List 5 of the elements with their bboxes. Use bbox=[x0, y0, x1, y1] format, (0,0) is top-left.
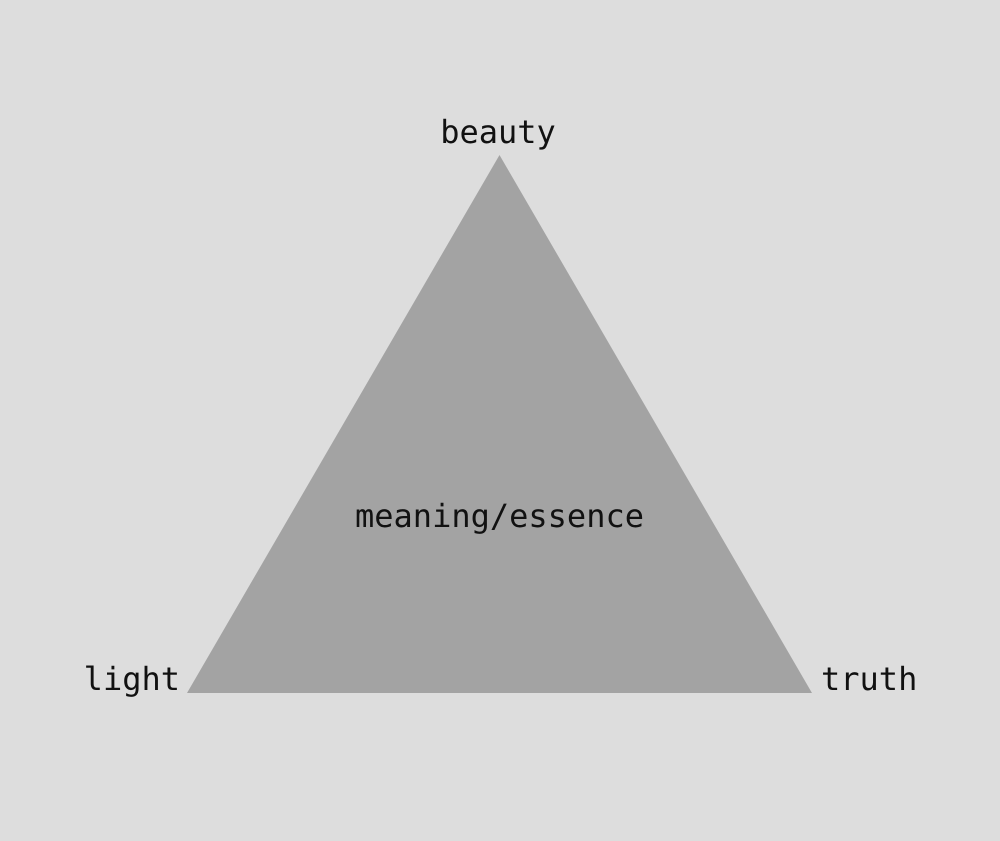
node-label: meaning/essence bbox=[355, 500, 644, 532]
vertex-label: light bbox=[84, 663, 180, 695]
triangle-shape bbox=[187, 155, 812, 693]
vertex-label: truth bbox=[821, 663, 918, 695]
vertex-label: beauty bbox=[440, 116, 556, 148]
